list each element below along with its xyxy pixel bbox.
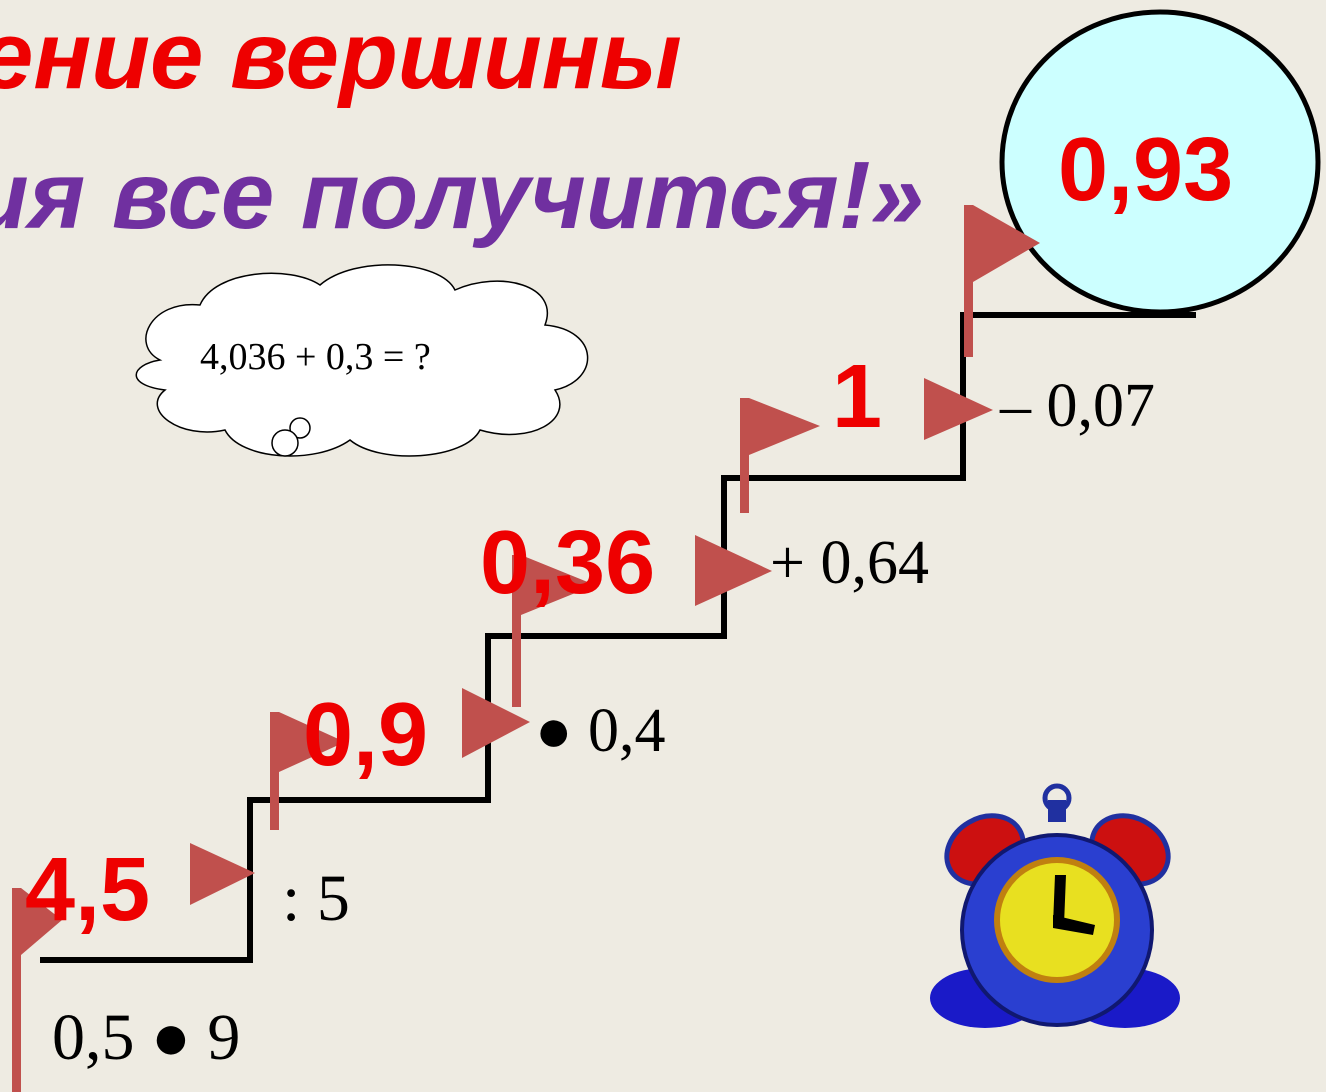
step-2-answer: 0,9: [303, 685, 429, 785]
step-3-operation: ● 0,4: [535, 697, 666, 765]
step-4-operation: + 0,64: [770, 529, 929, 597]
step-1-operation: 0,5 ● 9: [52, 1001, 241, 1074]
cloud-expression: 4,036 + 0,3 = ?: [200, 336, 431, 378]
step-1-answer: 4,5: [25, 840, 151, 940]
title-line-1: ение вершины: [0, 2, 682, 109]
step-3-answer: 0,36: [480, 513, 656, 613]
summit-answer: 0,93: [1058, 120, 1234, 220]
alarm-clock-icon: [930, 783, 1180, 1028]
step-4-answer: 1: [832, 347, 883, 447]
flag-icon: [12, 205, 1040, 1092]
title-line-2: ия все получится!»: [0, 142, 924, 249]
thought-cloud-icon: [135, 264, 589, 457]
step-2-operation: : 5: [282, 862, 350, 935]
step-5-operation: – 0,07: [1000, 372, 1155, 440]
